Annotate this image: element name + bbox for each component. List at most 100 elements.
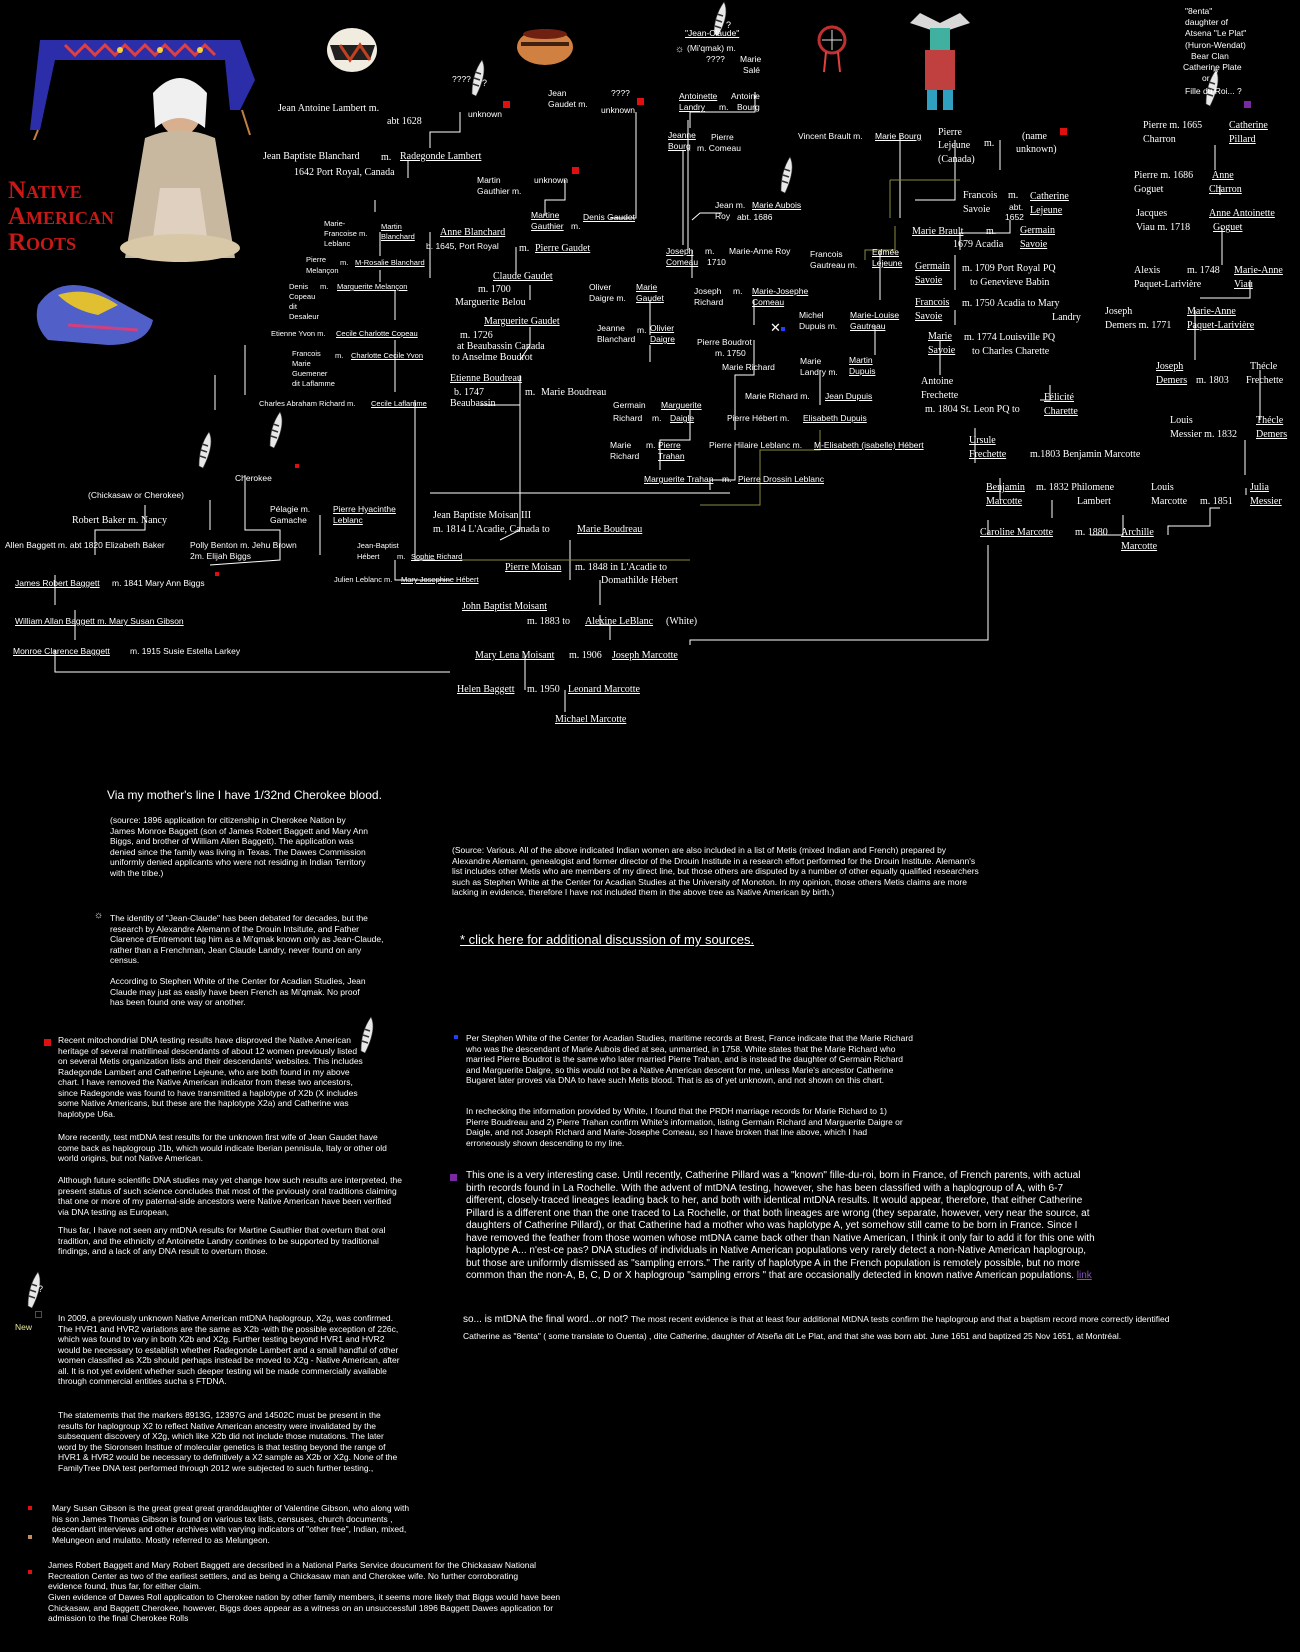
tree-node[interactable]: Edmée: [872, 247, 899, 257]
tree-node[interactable]: Pillard: [1229, 134, 1256, 145]
tree-node[interactable]: Catherine: [1229, 120, 1268, 131]
tree-node[interactable]: Marcotte: [986, 496, 1023, 507]
tree-node[interactable]: Denis Gaudet: [583, 212, 635, 222]
tree-node[interactable]: Claude Gaudet: [493, 271, 553, 282]
tree-node[interactable]: Anne: [1212, 170, 1234, 181]
tree-node[interactable]: Savoie: [915, 275, 943, 286]
tree-node[interactable]: Antoinette: [679, 91, 718, 101]
tree-node[interactable]: Gaudet: [636, 293, 664, 303]
tree-node[interactable]: Archille: [1121, 527, 1154, 538]
tree-node[interactable]: Demers: [1156, 375, 1188, 386]
tree-node[interactable]: Helen Baggett: [457, 684, 515, 695]
tree-node[interactable]: M-Elisabeth (isabelle) Hébert: [814, 440, 924, 450]
tree-node[interactable]: Francois: [915, 297, 950, 308]
tree-node[interactable]: Trahan: [658, 451, 685, 461]
tree-node[interactable]: Landry: [679, 102, 705, 112]
tree-node[interactable]: "Jean-Claude": [685, 28, 740, 38]
tree-node[interactable]: Alexine LeBlanc: [585, 616, 654, 627]
tree-node[interactable]: Pierre: [658, 440, 681, 450]
tree-node[interactable]: Marguerite Trahan: [644, 474, 714, 484]
tree-node[interactable]: Catherine: [1030, 191, 1069, 202]
tree-node[interactable]: Marie Aubois: [752, 200, 802, 210]
tree-node[interactable]: Savoie: [928, 345, 956, 356]
tree-node[interactable]: Blanchard: [381, 232, 415, 241]
tree-node[interactable]: Marie-Josephe: [752, 286, 809, 296]
tree-node[interactable]: Benjamin: [986, 482, 1025, 493]
tree-node[interactable]: Monroe Clarence Baggett: [13, 646, 110, 656]
tree-node[interactable]: Anne Blanchard: [440, 227, 506, 238]
tree-node[interactable]: Daigle: [670, 413, 695, 423]
tree-node[interactable]: Charette: [1044, 406, 1078, 417]
tree-node[interactable]: Etienne Boudreau: [450, 373, 522, 384]
tree-node[interactable]: Dupuis: [849, 366, 876, 376]
tree-node[interactable]: Marie: [928, 331, 952, 342]
tree-node[interactable]: Martine: [531, 210, 560, 220]
tree-node[interactable]: Savoie: [915, 311, 943, 322]
tree-node[interactable]: Radegonde Lambert: [400, 151, 482, 162]
tree-node[interactable]: Caroline Marcotte: [980, 527, 1054, 538]
tree-node[interactable]: Pierre Gaudet: [535, 243, 591, 254]
tree-node[interactable]: Cecile Laflamme: [371, 399, 427, 408]
tree-node[interactable]: Germain: [1020, 225, 1055, 236]
tree-node[interactable]: Goguet: [1213, 222, 1243, 233]
tree-node[interactable]: Frechette: [969, 449, 1007, 460]
tree-node[interactable]: Joseph: [666, 246, 694, 256]
tree-node[interactable]: Joseph: [1156, 361, 1184, 372]
tree-node[interactable]: Jeanne: [668, 130, 696, 140]
tree-node[interactable]: Pierre Moisan: [505, 562, 562, 573]
tree-node[interactable]: Gauthier: [531, 221, 564, 231]
tree-node[interactable]: Joseph Marcotte: [612, 650, 678, 661]
tree-node[interactable]: Germain: [915, 261, 950, 272]
tree-node[interactable]: Marcotte: [1121, 541, 1158, 552]
tree-node[interactable]: Comeau: [752, 297, 785, 307]
tree-node[interactable]: Marie-Anne: [1187, 306, 1236, 317]
pillard-link[interactable]: link: [1076, 1270, 1092, 1281]
tree-node[interactable]: William Allan Baggett m. Mary Susan Gibs…: [15, 616, 184, 626]
tree-node[interactable]: Michael Marcotte: [555, 714, 627, 725]
tree-node[interactable]: M-Rosalie Blanchard: [355, 258, 425, 267]
tree-node[interactable]: Marguerite Melançon: [337, 282, 408, 291]
tree-node[interactable]: Ursule: [969, 435, 996, 446]
tree-node[interactable]: Marie-Anne: [1234, 265, 1283, 276]
tree-node[interactable]: Anne Antoinette: [1209, 208, 1275, 219]
tree-node[interactable]: Cecile Charlotte Copeau: [336, 329, 418, 338]
tree-node[interactable]: Julia: [1250, 482, 1269, 493]
tree-node[interactable]: Elisabeth Dupuis: [803, 413, 867, 423]
tree-node[interactable]: John Baptist Moisant: [462, 601, 548, 612]
tree-node[interactable]: Demers: [1256, 429, 1288, 440]
tree-node[interactable]: James Robert Baggett: [15, 578, 100, 588]
tree-node[interactable]: Jean Dupuis: [825, 391, 873, 401]
tree-node[interactable]: Pierre Hyacinthe: [333, 504, 396, 514]
tree-node[interactable]: Charlotte Cecile Yvon: [351, 351, 423, 360]
tree-node[interactable]: Olivier: [650, 323, 675, 333]
tree-node[interactable]: Charron: [1209, 184, 1242, 195]
tree-node[interactable]: Marie Brault: [912, 226, 964, 237]
tree-node[interactable]: Gautreau: [850, 321, 886, 331]
tree-node[interactable]: Thécle: [1256, 415, 1284, 426]
tree-node[interactable]: Sophie Richard: [411, 552, 463, 561]
tree-node[interactable]: Pierre Drossin Leblanc: [738, 474, 824, 484]
tree-node[interactable]: Martin: [381, 222, 402, 231]
sources-link[interactable]: * click here for additional discussion o…: [460, 932, 755, 947]
tree-node[interactable]: Marguerite Gaudet: [484, 316, 560, 327]
tree-node[interactable]: Mary Josephine Hébert: [401, 575, 479, 584]
tree-node[interactable]: Martin: [849, 355, 873, 365]
tree-node[interactable]: Lejeune: [1030, 205, 1063, 216]
tree-node[interactable]: Viau: [1234, 279, 1253, 290]
tree-node[interactable]: Marie Bourg: [875, 131, 922, 141]
tree-node[interactable]: Daigre: [650, 334, 676, 344]
tree-node[interactable]: Leonard Marcotte: [568, 684, 640, 695]
tree-node[interactable]: Savoie: [1020, 239, 1048, 250]
tree-node[interactable]: Leblanc: [333, 515, 363, 525]
tree-node[interactable]: Bourg: [668, 141, 691, 151]
tree-node[interactable]: Mary Lena Moisant: [475, 650, 555, 661]
tree-node[interactable]: Félicité: [1044, 392, 1074, 403]
tree-node[interactable]: Marie Boudreau: [577, 524, 643, 535]
tree-node[interactable]: Messier: [1250, 496, 1282, 507]
tree-node[interactable]: Marguerite: [661, 400, 702, 410]
tree-node[interactable]: Lejeune: [872, 258, 903, 268]
tree-node[interactable]: Marie-Louise: [850, 310, 900, 320]
tree-node[interactable]: Comeau: [666, 257, 699, 267]
tree-node[interactable]: Marie: [636, 282, 658, 292]
tree-node[interactable]: Paquet-Larivière: [1187, 320, 1255, 331]
